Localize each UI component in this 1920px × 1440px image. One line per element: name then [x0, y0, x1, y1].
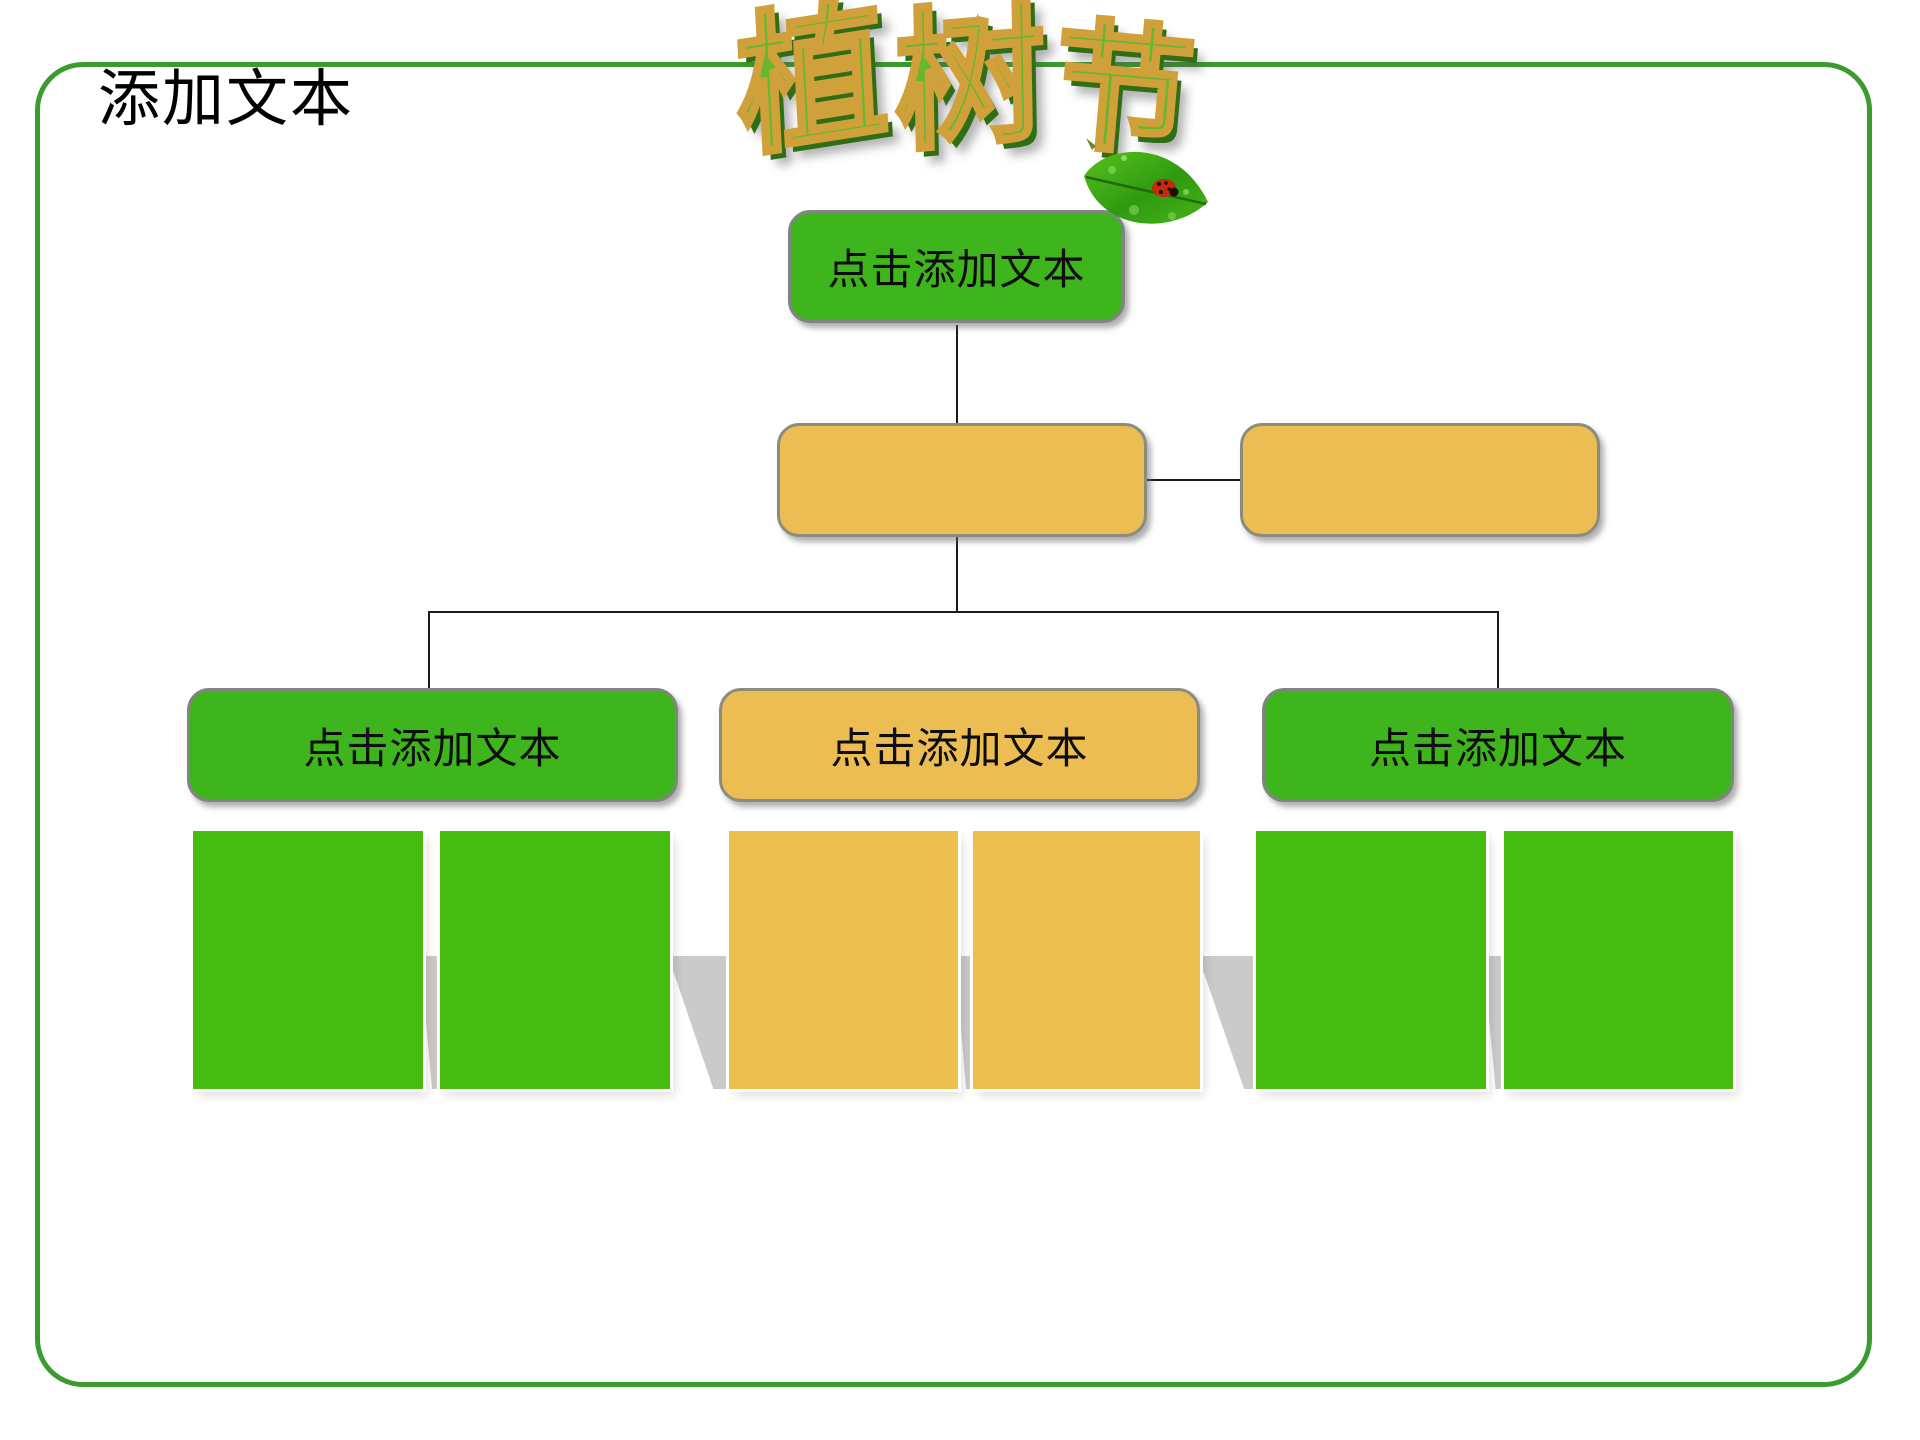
content-rect-4[interactable]	[973, 831, 1200, 1089]
org-root-box[interactable]: 点击添加文本	[788, 210, 1125, 323]
connector-drop-left	[428, 611, 430, 688]
org-parent-box-right[interactable]	[1240, 423, 1600, 537]
ladybug-icon	[1152, 179, 1179, 197]
org-parent-box-left[interactable]	[777, 423, 1147, 537]
content-rect-6[interactable]	[1504, 831, 1733, 1089]
content-rect-1[interactable]	[193, 831, 423, 1089]
connector-drop-right	[1497, 611, 1499, 688]
title-placeholder[interactable]: 添加文本	[98, 65, 355, 134]
connector-parent-to-bus	[956, 537, 958, 612]
slide-border-frame	[35, 62, 1872, 1387]
banner-char: 植	[730, 0, 893, 178]
connector-root-to-parent	[956, 325, 958, 423]
banner-char: 树	[891, 0, 1049, 173]
org-child-box-3[interactable]: 点击添加文本	[1262, 688, 1734, 802]
org-child-box-2[interactable]: 点击添加文本	[719, 688, 1200, 802]
content-rect-3[interactable]	[729, 831, 958, 1089]
content-rect-5[interactable]	[1256, 831, 1486, 1089]
leaf-ladybug-icon	[1084, 138, 1208, 224]
connector-bus	[428, 611, 1499, 613]
content-rect-2[interactable]	[440, 831, 670, 1089]
connector-parent-to-parent	[1147, 479, 1240, 481]
org-child-box-1[interactable]: 点击添加文本	[187, 688, 678, 802]
